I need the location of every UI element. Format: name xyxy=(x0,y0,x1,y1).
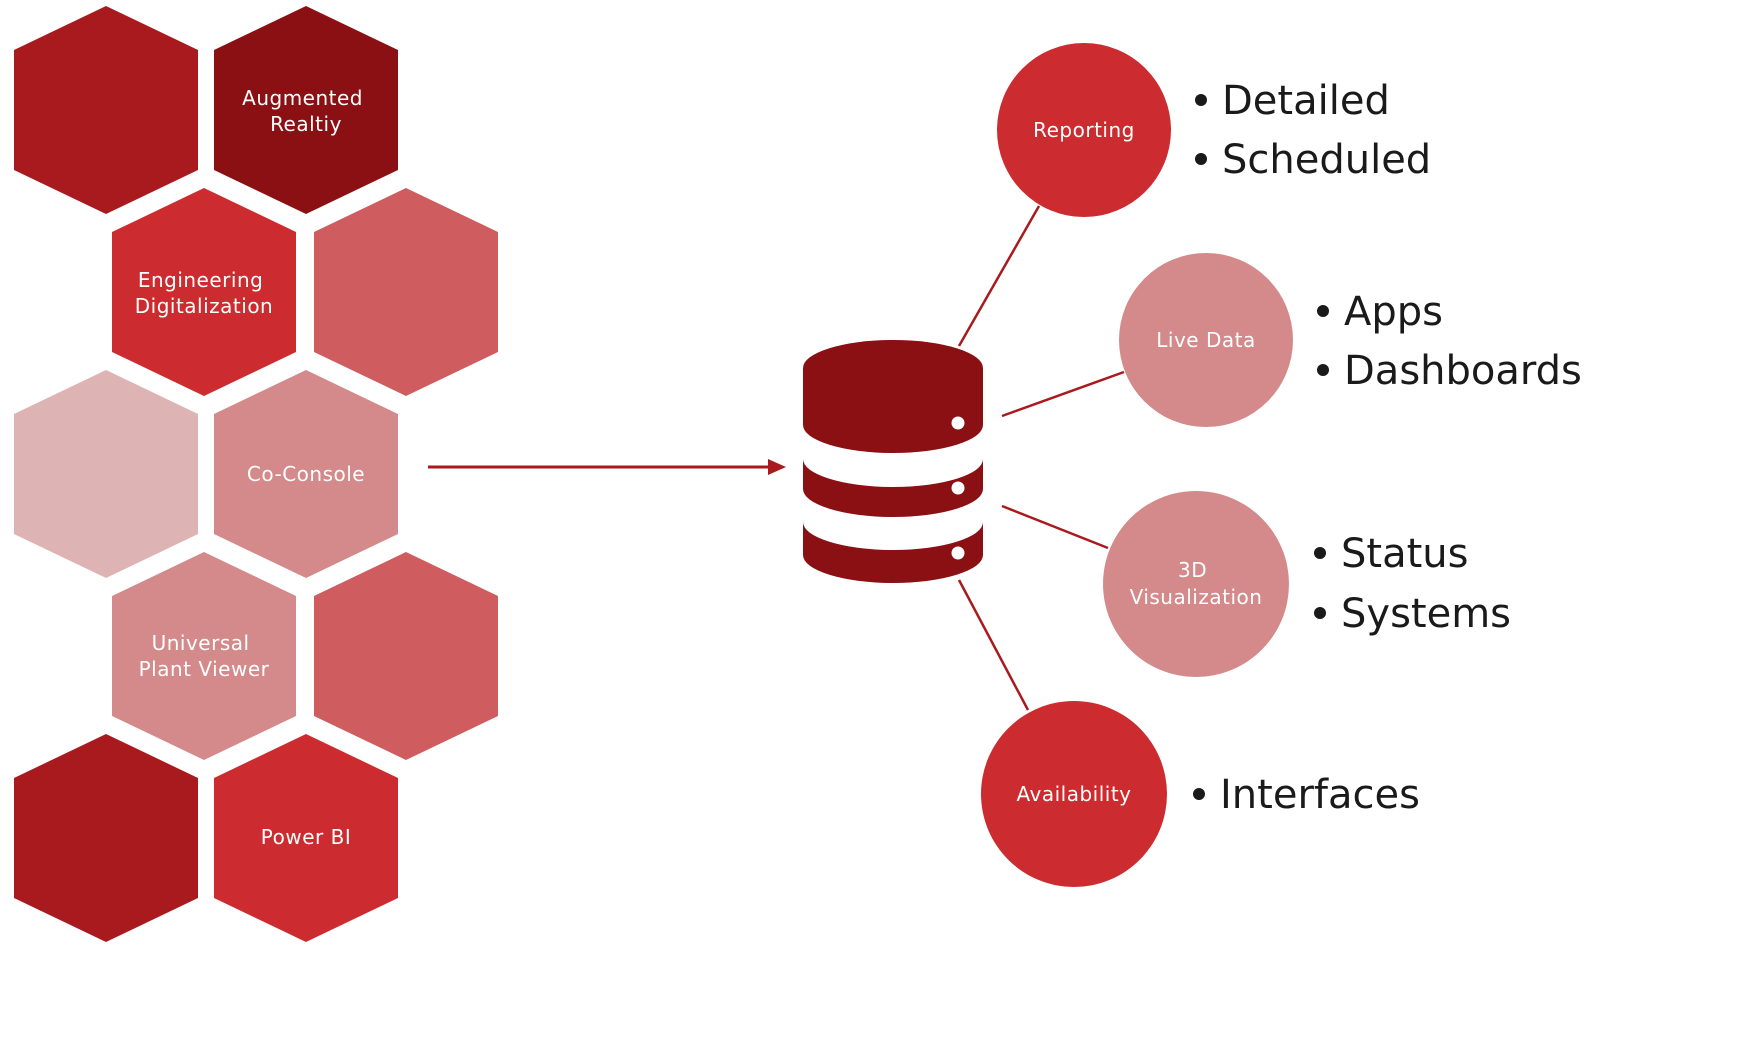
hex-row4-right xyxy=(314,552,498,760)
hex-row2-right xyxy=(314,188,498,396)
output-3d-visualization: 3D Visualization xyxy=(1103,491,1289,677)
svg-text:Engineering Digitaliza: Engineering Digitalization xyxy=(135,268,273,318)
bullet-dot xyxy=(1314,547,1326,559)
svg-text:Reporting: Reporting xyxy=(1033,118,1135,142)
bullets-3d-visualization: Status Systems xyxy=(1314,531,1511,637)
hex-shape xyxy=(112,188,296,396)
hex-bottom-left xyxy=(14,734,198,942)
svg-text:Augmented Realtiy: Augmented Realtiy xyxy=(242,86,370,136)
connector-live-data xyxy=(1001,370,1125,418)
bullet-item: Status xyxy=(1341,531,1468,577)
bullet-item: Apps xyxy=(1344,289,1443,335)
bullet-item: Dashboards xyxy=(1344,348,1582,394)
bullet-dot xyxy=(1317,305,1329,317)
output-reporting: Reporting xyxy=(997,43,1171,217)
connector-3d-visualization xyxy=(1001,504,1109,550)
hex-label-line: Universal xyxy=(152,631,250,655)
hex-co-console: Co-Console xyxy=(214,370,398,578)
hex-shape xyxy=(14,734,198,942)
svg-text:Co-Console: Co-Console xyxy=(247,462,365,486)
circle-3d-visualization xyxy=(1103,491,1289,677)
circle-live-data xyxy=(1119,253,1293,427)
svg-text:Universal Plant Viewer: Universal Plant Viewer xyxy=(139,631,270,681)
svg-text:Live Data: Live Data xyxy=(1156,328,1255,352)
hex-label-line: Power BI xyxy=(261,825,351,849)
hex-label-line: Engineering xyxy=(138,268,264,292)
database-top-disk xyxy=(803,340,983,453)
hex-shape xyxy=(214,370,398,578)
hex-label-line: Co-Console xyxy=(247,462,365,486)
svg-text:Power BI: Power BI xyxy=(261,825,351,849)
hex-top-left xyxy=(14,6,198,214)
hex-shape xyxy=(214,6,398,214)
bullet-item: Interfaces xyxy=(1220,772,1420,818)
hex-universal-plant-viewer: Universal Plant Viewer xyxy=(112,552,296,760)
database-led xyxy=(951,546,965,560)
hex-label-line: Realtiy xyxy=(270,112,342,136)
connector-availability xyxy=(957,579,1030,711)
hex-shape xyxy=(314,552,498,760)
hex-shape xyxy=(14,6,198,214)
hex-engineering-digitalization: Engineering Digitalization xyxy=(112,188,296,396)
svg-text:Availability: Availability xyxy=(1016,782,1131,806)
hex-label-line: Plant Viewer xyxy=(139,657,270,681)
hex-label-line: Augmented xyxy=(242,86,363,110)
bullet-item: Scheduled xyxy=(1222,137,1431,183)
database-bottom-disk xyxy=(803,522,983,583)
hex-shape xyxy=(214,734,398,942)
database-icon xyxy=(803,340,983,583)
connector-reporting xyxy=(957,205,1041,347)
hex-shape xyxy=(314,188,498,396)
bullet-dot xyxy=(1195,94,1207,106)
bullet-item: Detailed xyxy=(1222,78,1390,124)
connectors xyxy=(957,205,1125,711)
bullet-item: Systems xyxy=(1341,591,1511,637)
output-availability: Availability xyxy=(981,701,1167,887)
database-led xyxy=(951,481,965,495)
bullet-dot xyxy=(1193,788,1205,800)
circle-label-line: Live Data xyxy=(1156,328,1255,352)
output-live-data: Live Data xyxy=(1119,253,1293,427)
bullets-availability: Interfaces xyxy=(1193,772,1420,818)
svg-text:3D Visualization: 3D Visualization xyxy=(1130,558,1263,609)
circle-label-line: 3D xyxy=(1178,558,1207,582)
arrow-head xyxy=(768,459,786,475)
flow-arrow xyxy=(428,459,786,475)
hex-augmented-reality: Augmented Realtiy xyxy=(214,6,398,214)
hex-power-bi: Power BI xyxy=(214,734,398,942)
hex-label-line: Digitalization xyxy=(135,294,273,318)
circle-reporting xyxy=(997,43,1171,217)
hexagon-cluster: Augmented Realtiy Engineering Digitaliza… xyxy=(14,6,498,942)
database-led xyxy=(951,416,965,430)
circle-availability xyxy=(981,701,1167,887)
bullets-reporting: Detailed Scheduled xyxy=(1195,78,1431,183)
circle-label-line: Reporting xyxy=(1033,118,1135,142)
circle-label-line: Visualization xyxy=(1130,585,1263,609)
bullets-live-data: Apps Dashboards xyxy=(1317,289,1582,394)
bullet-dot xyxy=(1314,607,1326,619)
hex-row3-left xyxy=(14,370,198,578)
database-middle-disk xyxy=(803,459,983,517)
hex-shape xyxy=(112,552,296,760)
hex-shape xyxy=(14,370,198,578)
circle-label-line: Availability xyxy=(1016,782,1131,806)
bullet-dot xyxy=(1317,364,1329,376)
bullet-dot xyxy=(1195,153,1207,165)
